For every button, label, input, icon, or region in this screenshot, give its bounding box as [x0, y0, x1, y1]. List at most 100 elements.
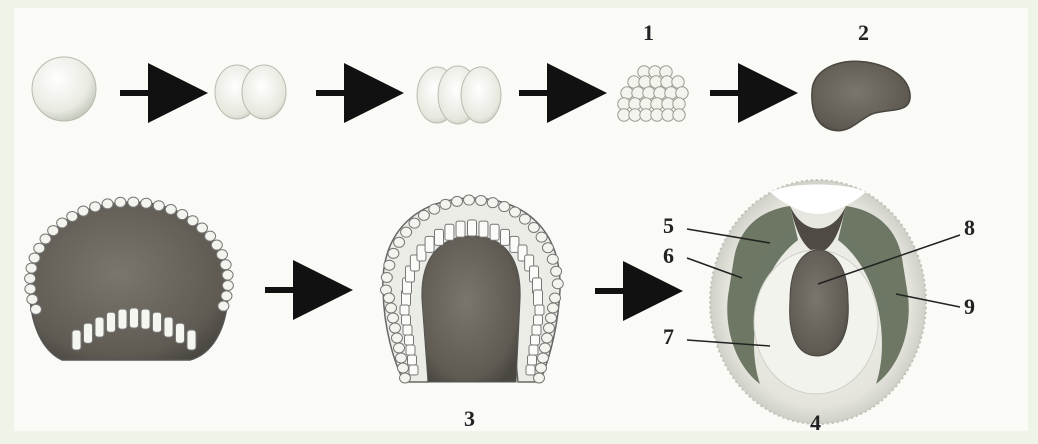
endoderm-cell	[408, 355, 417, 365]
ectoderm-cell	[384, 293, 395, 303]
ectoderm-cell	[153, 201, 164, 211]
ectoderm-cell	[187, 216, 198, 226]
morula-cell	[673, 109, 685, 121]
ectoderm-cell	[40, 234, 51, 244]
endoderm-cell	[456, 221, 465, 237]
ectoderm-cell	[165, 204, 176, 214]
ectoderm-cell	[386, 303, 397, 313]
endoderm-cell	[406, 345, 415, 355]
ectoderm-cell	[211, 240, 222, 250]
endoderm-cell	[468, 220, 477, 236]
ectoderm-cell	[519, 214, 530, 224]
ectoderm-cell	[401, 227, 412, 237]
part-label-8: 8	[964, 217, 975, 239]
endoderm-cell	[118, 309, 127, 329]
ectoderm-cell	[48, 226, 59, 236]
ectoderm-cell	[536, 232, 547, 242]
ectoderm-cell	[394, 343, 405, 353]
ectoderm-cell	[388, 248, 399, 258]
ectoderm-cell	[392, 333, 403, 343]
endoderm-cell	[531, 335, 540, 345]
endoderm-cell	[529, 345, 538, 355]
endoderm-cell	[479, 221, 488, 237]
ectoderm-cell	[67, 211, 78, 221]
endoderm-cell	[501, 229, 510, 245]
ectoderm-cell	[396, 353, 407, 363]
endoderm-cell	[130, 308, 139, 328]
ectoderm-cell	[222, 280, 233, 290]
ectoderm-cell	[390, 323, 401, 333]
ectoderm-cell	[551, 266, 562, 276]
endoderm-cell	[402, 315, 411, 325]
stage-label-4: 4	[810, 412, 821, 434]
ectoderm-cell	[177, 210, 188, 220]
endoderm-cell	[534, 290, 543, 306]
endoderm-cell	[535, 305, 544, 315]
endoderm-cell	[72, 330, 81, 350]
ectoderm-cell	[398, 363, 409, 373]
part-label-9: 9	[964, 296, 975, 318]
zygote-egg	[32, 57, 96, 121]
ectoderm-cell	[29, 253, 40, 263]
ectoderm-cell	[418, 210, 429, 220]
ectoderm-cell	[141, 198, 152, 208]
ectoderm-cell	[528, 222, 539, 232]
ectoderm-cell	[90, 202, 101, 212]
two-cell-stage	[215, 65, 286, 119]
endoderm-cell	[445, 224, 454, 240]
ectoderm-cell	[27, 294, 38, 304]
ectoderm-cell	[381, 272, 392, 282]
stage-label-2: 2	[858, 22, 869, 44]
ectoderm-cell	[544, 323, 555, 333]
ectoderm-cell	[550, 293, 561, 303]
part-label-7: 7	[663, 326, 674, 348]
ectoderm-cell	[536, 363, 547, 373]
endoderm-cell	[405, 335, 414, 345]
ectoderm-cell	[57, 218, 68, 228]
ectoderm-cell	[409, 218, 420, 228]
ectoderm-cell	[487, 198, 498, 208]
endoderm-cell	[400, 305, 409, 315]
ectoderm-cell	[499, 202, 510, 212]
ectoderm-cell	[510, 207, 521, 217]
ectoderm-cell	[205, 231, 216, 241]
ectoderm-cell	[384, 260, 395, 270]
ectoderm-cell	[218, 301, 229, 311]
endoderm-cell	[153, 312, 162, 332]
ectoderm-cell	[388, 313, 399, 323]
ectoderm-cell	[25, 274, 36, 284]
ectoderm-cell	[196, 223, 207, 233]
endoderm-cell	[490, 224, 499, 240]
endoderm-cell	[435, 229, 444, 245]
ectoderm-cell	[538, 353, 549, 363]
ectoderm-cell	[115, 197, 126, 207]
ectoderm-cell	[548, 303, 559, 313]
gut-endoderm	[790, 250, 849, 356]
ectoderm-cell	[34, 243, 45, 253]
ectoderm-cell	[217, 250, 228, 260]
part-label-5: 5	[663, 215, 674, 237]
ectoderm-cell	[542, 333, 553, 343]
ectoderm-cell	[452, 196, 463, 206]
ectoderm-cell	[221, 291, 232, 301]
ectoderm-cell	[26, 263, 37, 273]
ectoderm-cell	[542, 243, 553, 253]
endoderm-cell	[141, 309, 150, 329]
endoderm-cell	[403, 325, 412, 335]
ectoderm-cell	[220, 260, 231, 270]
endoderm-cell	[409, 365, 418, 375]
ectoderm-cell	[102, 199, 113, 209]
ectoderm-cell	[394, 237, 405, 247]
ectoderm-cell	[540, 343, 551, 353]
endoderm-cell	[107, 312, 116, 332]
stage-label-3: 3	[464, 408, 475, 430]
ectoderm-cell	[475, 195, 486, 205]
ectoderm-cell	[429, 204, 440, 214]
ectoderm-cell	[552, 279, 563, 289]
endoderm-cell	[84, 323, 93, 343]
endoderm-cell	[187, 330, 196, 350]
ectoderm-cell	[546, 313, 557, 323]
four-cell-stage	[417, 66, 501, 124]
